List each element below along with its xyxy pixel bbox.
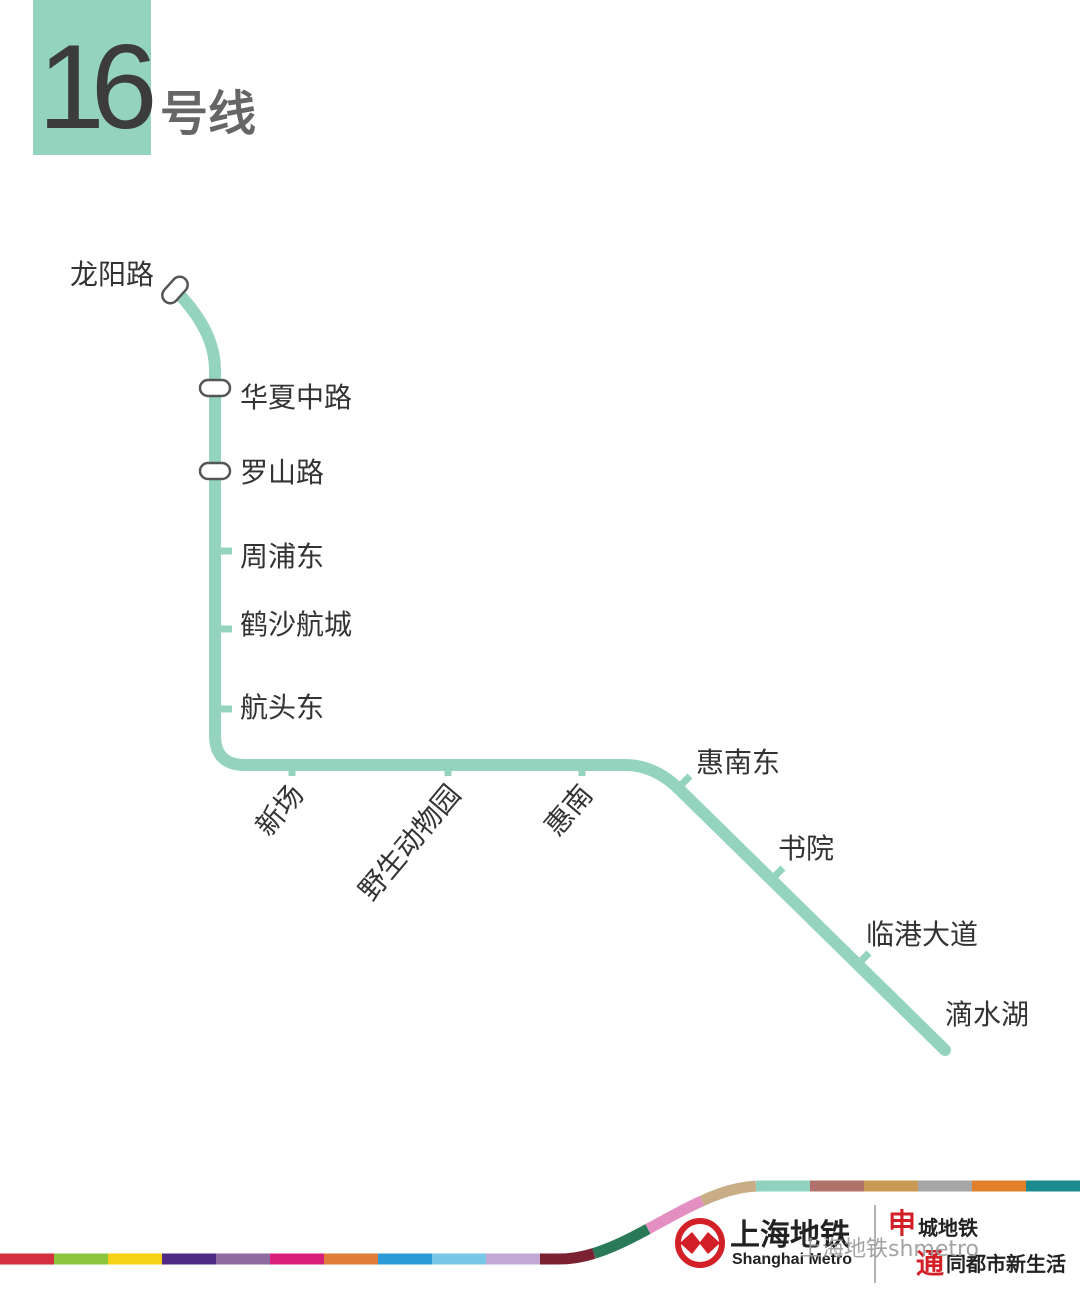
stripe-segment <box>645 1195 705 1234</box>
slogan-line1-red: 申 <box>888 1207 916 1240</box>
station-marker-huaxia-middle-road[interactable] <box>198 378 232 398</box>
station-tick-shuyuan[interactable] <box>768 865 786 883</box>
line-suffix: 号线 <box>160 86 256 142</box>
network-color-stripe <box>0 1180 1080 1265</box>
station-label-huaxia-middle-road[interactable]: 华夏中路 <box>240 381 352 414</box>
logo-english-text: Shanghai Metro <box>732 1251 852 1268</box>
slogan: 申 城地铁 通 同都市新生活 <box>888 1207 1066 1280</box>
slogan-line1: 城地铁 <box>918 1216 978 1240</box>
route-line <box>169 284 951 1056</box>
slogan-line2: 同都市新生活 <box>946 1252 1066 1276</box>
station-marker-longyang-road[interactable] <box>159 273 191 306</box>
station-label-longyang-road[interactable]: 龙阳路 <box>70 258 154 291</box>
station-label-lingang-avenue[interactable]: 临港大道 <box>866 918 978 951</box>
station-label-zhoupu-east[interactable]: 周浦东 <box>240 540 324 573</box>
station-label-huinan[interactable]: 惠南 <box>538 778 599 842</box>
metro-logo-mark <box>680 1232 720 1254</box>
metro-logo-icon <box>675 1218 725 1268</box>
line-number: 16 <box>38 20 153 154</box>
station-marker-luoshan-road[interactable] <box>198 461 232 481</box>
stripe-segment <box>699 1180 757 1206</box>
line-number-badge <box>33 0 151 155</box>
station-label-huinan-east[interactable]: 惠南东 <box>696 746 780 779</box>
station-label-shuyuan[interactable]: 书院 <box>778 832 834 865</box>
station-label-hangtou-east[interactable]: 航头东 <box>240 691 324 724</box>
slogan-line2-red: 通 <box>916 1247 944 1280</box>
stripe-segment <box>592 1224 651 1259</box>
station-label-wild-animal-park[interactable]: 野生动物园 <box>352 778 467 906</box>
station-label-dishui-lake[interactable]: 滴水湖 <box>945 998 1029 1031</box>
shanghai-metro-logo: 上海地铁 Shanghai Metro <box>675 1218 852 1268</box>
station-label-hesha-hangcheng[interactable]: 鹤沙航城 <box>240 608 352 641</box>
station-tick-lingang-avenue[interactable] <box>854 950 872 968</box>
station-label-xinchang[interactable]: 新场 <box>249 778 310 842</box>
station-label-luoshan-road[interactable]: 罗山路 <box>240 456 324 489</box>
station-tick-huinan-east[interactable] <box>675 773 693 791</box>
watermark-text: 上海地铁shmetro <box>800 1237 979 1262</box>
logo-chinese-text: 上海地铁 <box>730 1218 850 1253</box>
stripe-segment <box>540 1248 596 1265</box>
